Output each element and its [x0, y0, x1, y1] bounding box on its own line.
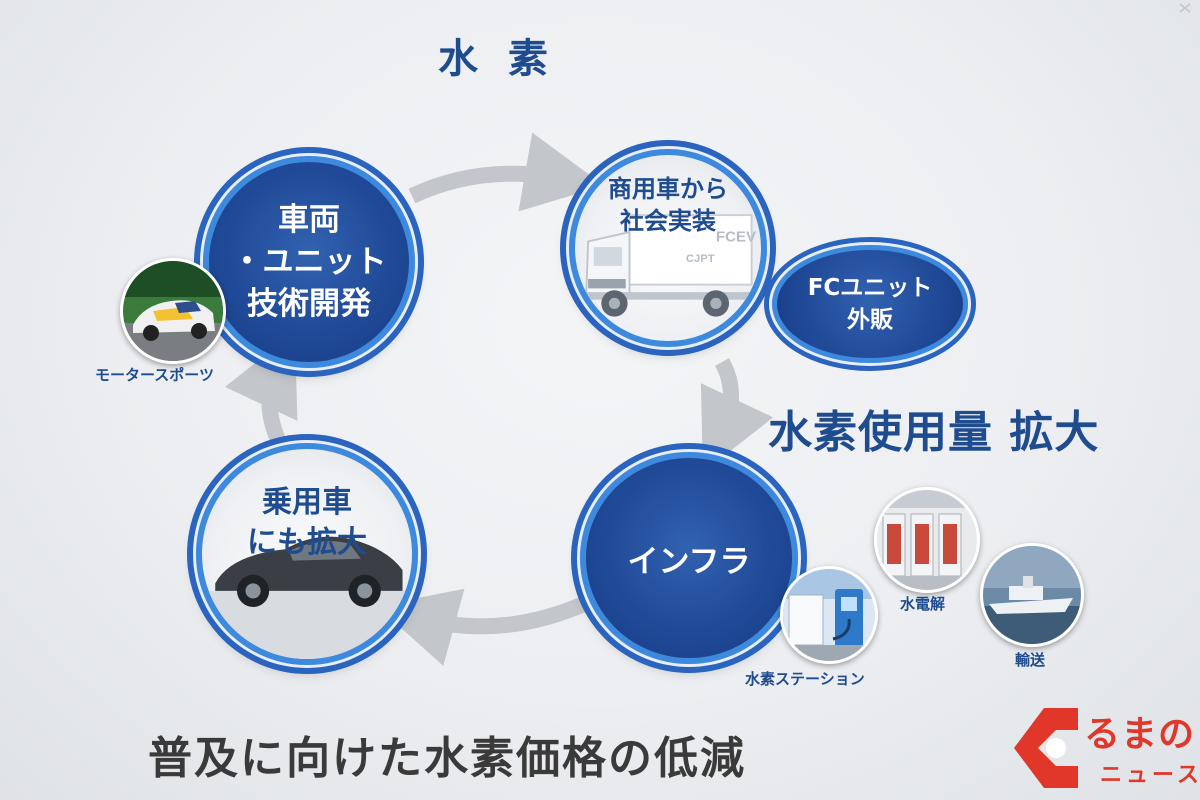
- corner-close-icon: [1179, 3, 1191, 13]
- transport-ship-photo: [980, 543, 1084, 647]
- motorsports-photo: [120, 258, 226, 364]
- node-vehicle-line3: 技術開発: [247, 286, 371, 322]
- headline-hydrogen-price-reduction: 普及に向けた水素価格の低減: [148, 733, 746, 784]
- caption-motorsports: モータースポーツ: [95, 366, 214, 384]
- truck-image: FCEV CJPT: [584, 214, 758, 317]
- node-vehicle-line2: ・ユニット: [231, 244, 387, 280]
- truck-fcev-label: FCEV: [716, 228, 756, 245]
- node-passenger-line1: 乗用車: [262, 485, 352, 520]
- hydrogen-station-photo: [780, 566, 878, 664]
- logo-main-text: るまの: [1084, 714, 1196, 755]
- electrolysis-photo: [874, 487, 980, 593]
- caption-electrolysis: 水電解: [900, 595, 946, 613]
- logo-sub-text: ニュース: [1100, 763, 1200, 788]
- arrow-top: [408, 132, 605, 212]
- truck-cjpt-label: CJPT: [686, 253, 715, 265]
- node-commercial-line1: 商用車から: [608, 175, 728, 203]
- node-commercial-vehicle: FCEV CJPT 商用車から 社会実装: [569, 149, 767, 347]
- arrow-bottom: [376, 588, 588, 666]
- node-infrastructure: インフラ: [580, 452, 798, 664]
- node-passenger-line2: にも拡大: [247, 525, 367, 560]
- caption-transport: 輸送: [1015, 651, 1046, 669]
- kurumanonews-logo-icon: [1014, 708, 1078, 788]
- node-commercial-line2: 社会実装: [620, 207, 716, 235]
- arrow-left: [224, 331, 298, 444]
- caption-hydrogen-station: 水素ステーション: [745, 670, 865, 688]
- headline-hydrogen-usage-expansion: 水素使用量 拡大: [768, 407, 1100, 458]
- node-passenger-vehicle: 乗用車 にも拡大: [196, 443, 418, 665]
- node-fc-line2: 外販: [847, 307, 893, 333]
- node-infra-label: インフラ: [627, 543, 751, 580]
- node-fc-unit-sales: FCユニット 外販: [772, 245, 968, 363]
- diagram-title: 水 素: [438, 36, 556, 82]
- arrow-right: [700, 358, 774, 473]
- node-vehicle-unit-dev: 車両 ・ユニット 技術開発: [203, 156, 415, 368]
- node-vehicle-line1: 車両: [278, 202, 340, 238]
- node-fc-line1: FCユニット: [807, 275, 933, 301]
